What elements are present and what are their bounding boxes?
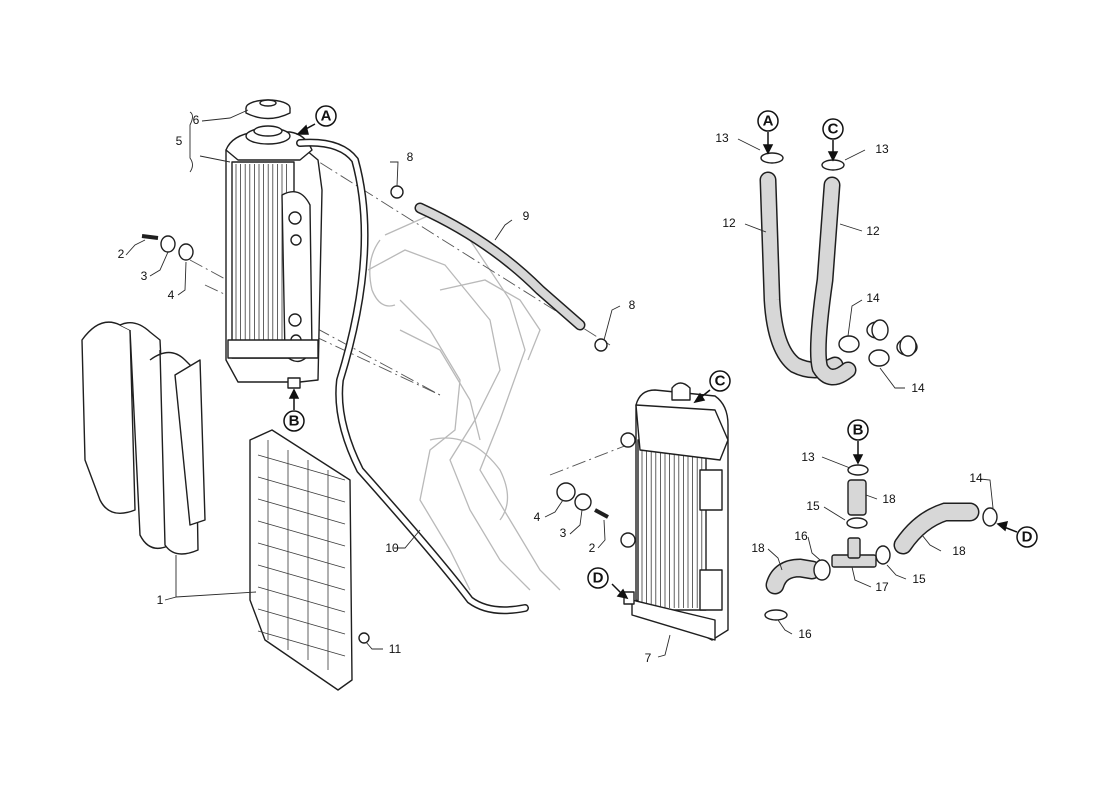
part-number-12-left: 12 <box>722 216 736 230</box>
callout-d-right-radiator: D <box>587 567 609 589</box>
part-number-14-mid: 14 <box>911 381 925 395</box>
part-number-18-left: 18 <box>751 541 765 555</box>
part-number-2-right: 2 <box>589 541 596 555</box>
guard-louver <box>257 608 346 635</box>
part-number-14-lower: 14 <box>969 471 983 485</box>
radiator-cap <box>245 99 291 120</box>
callout-b-left: B <box>283 410 305 432</box>
part-number-18-top: 18 <box>882 492 896 506</box>
motorcycle-frame-ghost <box>367 214 561 591</box>
guard-louver <box>257 630 346 657</box>
right-radiator <box>620 382 729 641</box>
right-mount-hardware <box>556 482 609 519</box>
callout-label-c-hose: C <box>828 121 839 138</box>
part-number-8-mid: 8 <box>629 298 636 312</box>
part-number-6: 6 <box>193 113 200 127</box>
guard-louver <box>257 586 346 613</box>
part-number-17: 17 <box>875 580 889 594</box>
hoses <box>296 138 980 615</box>
part-number-16-top: 16 <box>794 529 808 543</box>
left-radiator-guard <box>81 321 206 555</box>
callout-label-d: D <box>593 570 604 587</box>
callout-label-a-hose: A <box>763 113 774 130</box>
guard-louver <box>257 542 346 569</box>
left-radiator <box>225 125 323 389</box>
part-number-13-right: 13 <box>875 142 889 156</box>
callout-label-b: B <box>289 413 300 430</box>
part-number-9: 9 <box>523 209 530 223</box>
part-number-7: 7 <box>645 651 652 665</box>
part-number-2-left: 2 <box>118 247 125 261</box>
t-piece <box>831 537 877 568</box>
callout-label-a: A <box>321 108 332 125</box>
callout-b-hose: B <box>847 419 869 441</box>
guard-louver <box>257 476 346 503</box>
callout-a-top-left: A <box>315 105 337 127</box>
part-number-11: 11 <box>389 642 402 656</box>
guard-louver <box>257 564 346 591</box>
part-number-15-top: 15 <box>806 499 820 513</box>
part-number-12-right: 12 <box>866 224 880 238</box>
guard-louver <box>257 520 346 547</box>
part-number-15-lower: 15 <box>912 572 926 586</box>
part-number-16-lower: 16 <box>798 627 812 641</box>
callout-label-d-hose: D <box>1022 529 1033 546</box>
part-number-3-left: 3 <box>141 269 148 283</box>
left-louver-guard <box>249 429 353 691</box>
leader-lines <box>125 109 994 658</box>
part-number-14-top: 14 <box>866 291 880 305</box>
guard-louver <box>257 498 346 525</box>
direction-arrows <box>288 123 1018 600</box>
part-number-5: 5 <box>176 134 183 148</box>
part-number-13-left: 13 <box>715 131 729 145</box>
left-mount-hardware <box>141 234 194 261</box>
part-number-8-top: 8 <box>407 150 414 164</box>
part-number-1: 1 <box>157 593 164 607</box>
callout-a-hose: A <box>757 110 779 132</box>
callout-d-hose: D <box>1016 526 1038 548</box>
part-number-4-left: 4 <box>168 288 175 302</box>
callout-label-b-hose: B <box>853 422 864 439</box>
part-number-13-lower: 13 <box>801 450 815 464</box>
part-number-18-right: 18 <box>952 544 966 558</box>
part-number-3-right: 3 <box>560 526 567 540</box>
callout-c-right-radiator: C <box>709 370 731 392</box>
callout-label-c: C <box>715 373 726 390</box>
callout-c-hose: C <box>822 118 844 140</box>
part-number-10: 10 <box>385 541 399 555</box>
part-number-4-right: 4 <box>534 510 541 524</box>
part-number-labels: 6 5 2 3 4 1 8 9 10 11 8 4 3 2 7 13 13 12… <box>118 113 983 665</box>
guard-louver <box>257 454 346 481</box>
engine-stubs <box>871 319 917 357</box>
